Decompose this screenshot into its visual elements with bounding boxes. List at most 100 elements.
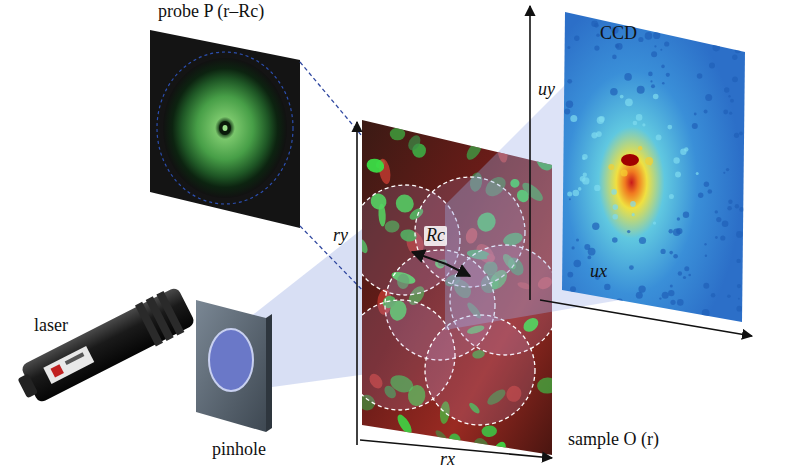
speckle-dot (636, 114, 643, 121)
speckle-dot (684, 147, 688, 151)
laser-device (12, 285, 197, 410)
speckle-dot (637, 86, 645, 94)
rc-vector (412, 252, 446, 264)
speckle-dot (670, 284, 673, 287)
speckle-dot (649, 164, 651, 166)
speckle-dot (723, 172, 725, 174)
speckle-dot (729, 112, 732, 115)
speckle-dot (739, 132, 743, 136)
speckle-dot (612, 55, 617, 60)
speckle-dot (616, 43, 623, 50)
speckle-dot (660, 49, 662, 51)
speckle-dot (615, 44, 619, 48)
speckle-dot (570, 286, 576, 292)
sample-cell (365, 157, 386, 175)
speckle-dot (725, 15, 727, 17)
speckle-dot (594, 185, 600, 191)
speckle-dot (647, 23, 653, 29)
axis-label: ry (333, 226, 348, 246)
speckle-dot (573, 190, 580, 197)
speckle-dot (651, 84, 655, 88)
speckle-dot (661, 249, 666, 254)
speckle-dot (651, 51, 657, 57)
probe-label: probe P (r–Rc) (158, 2, 264, 22)
speckle-dot (570, 295, 572, 297)
speckle-dot (574, 36, 579, 41)
speckle-dot (683, 27, 686, 30)
sample-label: sample O (r) (568, 430, 659, 450)
speckle-dot (650, 80, 652, 82)
speckle-dot (627, 230, 630, 233)
speckle-dot (716, 217, 721, 222)
speckle-dot (662, 292, 669, 299)
projection-line (300, 226, 372, 300)
speckle-dot (621, 169, 628, 176)
sample-cell (457, 110, 470, 134)
speckle-dot (564, 108, 570, 114)
speckle-dot (669, 194, 674, 199)
axis-label: uy (538, 80, 555, 100)
speckle-dot (704, 110, 708, 114)
speckle-dot (738, 298, 740, 300)
sample-cell (447, 432, 462, 447)
axis-label: ux (590, 262, 607, 282)
speckle-dot (735, 204, 739, 208)
speckle-dot (616, 299, 623, 306)
speckle-dot (632, 213, 635, 216)
speckle-dot (723, 110, 728, 115)
speckle-dot (613, 204, 619, 210)
speckle-dot (569, 198, 571, 200)
speckle-dot (739, 207, 744, 212)
speckle-dot (662, 82, 665, 85)
speckle-dot (677, 299, 684, 306)
speckle-dot (681, 28, 687, 34)
speckle-dot (683, 212, 689, 218)
sample-cell (406, 133, 423, 152)
speckle-dot (596, 131, 602, 137)
speckle-dot (567, 272, 573, 278)
axis-label: rx (440, 450, 455, 470)
speckle-dot (587, 256, 591, 260)
speckle-dot (732, 55, 737, 60)
speckle-dot (709, 63, 715, 69)
speckle-dot (703, 283, 709, 289)
speckle-dot (670, 300, 675, 305)
sample-cell (434, 429, 450, 445)
speckle-dot (597, 117, 604, 124)
speckle-dot (566, 101, 573, 108)
speckle-dot (696, 11, 698, 13)
speckle-dot (596, 34, 600, 38)
speckle-dot (653, 94, 659, 100)
speckle-dot (563, 299, 567, 303)
speckle-dot (638, 285, 645, 292)
sample-cell (537, 377, 559, 394)
speckle-dot (730, 99, 734, 103)
speckle-dot (639, 237, 646, 244)
speckle-dot (712, 44, 720, 52)
speckle-dot (630, 201, 636, 207)
sample-cell (470, 436, 493, 462)
pinhole-plate (196, 300, 272, 432)
speckle-dot (612, 237, 618, 243)
speckle-dot (675, 172, 681, 178)
speckle-dot (715, 210, 718, 213)
speckle-dot (642, 123, 645, 126)
speckle-dot (633, 121, 638, 126)
speckle-dot (638, 146, 642, 150)
speckle-dot (608, 164, 614, 170)
speckle-dot (594, 46, 599, 51)
speckle-dot (620, 95, 624, 99)
speckle-dot (624, 73, 632, 81)
speckle-dot (726, 168, 729, 171)
speckle-dot (570, 115, 577, 122)
speckle-dot (591, 21, 598, 28)
sample-cell (390, 128, 405, 141)
speckle-dot (686, 15, 692, 21)
speckle-dot (692, 13, 696, 17)
speckle-dot (666, 73, 670, 77)
probe-panel (150, 30, 300, 228)
speckle-dot (653, 32, 660, 39)
detector-label: CCD (600, 24, 637, 44)
